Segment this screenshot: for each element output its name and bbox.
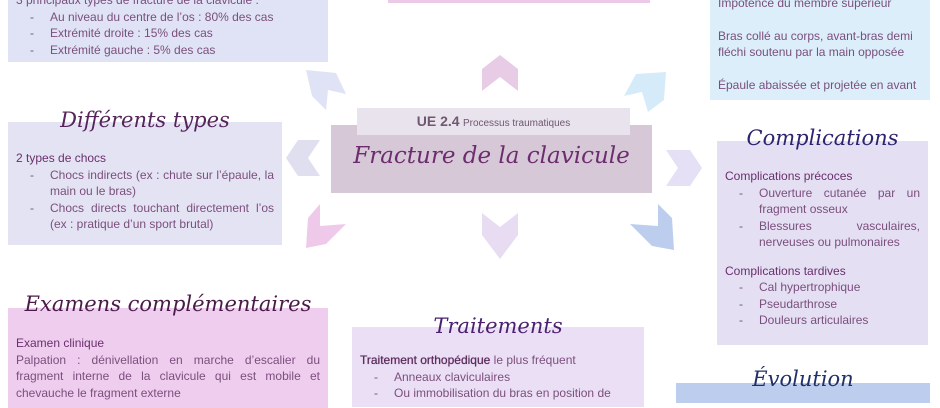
symptom-line: Impotence du membre supérieur — [718, 0, 892, 10]
list-item: Ouverture cutanée par un fragment osseux — [725, 185, 920, 218]
examens-box: Examen clinique Palpation : dénivellatio… — [8, 308, 328, 408]
complications-title: Complications — [746, 126, 899, 150]
list-item: Au niveau du centre de l’os : 80% des ca… — [16, 9, 320, 26]
arrow-left-icon — [286, 140, 320, 176]
main-title: Fracture de la clavicule — [353, 143, 630, 169]
list-item: Extrémité droite : 15% des cas — [16, 25, 320, 42]
list-item: Anneaux claviculaires — [360, 369, 636, 386]
symptom-line: Épaule abaissée et projetée en avant — [718, 77, 917, 92]
complications-box: Complications précoces Ouverture cutanée… — [717, 141, 928, 345]
list-item: Chocs directs touchant directement l’os … — [16, 200, 274, 233]
examens-text: Palpation : dénivellation en marche d’es… — [16, 352, 320, 400]
ue-code: UE 2.4 — [416, 113, 460, 129]
list-item: Cal hypertrophique — [725, 279, 920, 296]
traitement-bold: Traitement orthopédique — [360, 353, 491, 367]
evolution-title: Évolution — [752, 367, 854, 391]
late-heading: Complications tardives — [725, 263, 846, 278]
arrow-right-icon — [666, 150, 702, 186]
ue-label-box: UE 2.4 Processus traumatiques — [357, 108, 630, 135]
traitements-box: Traitement orthopédique le plus fréquent… — [352, 327, 644, 407]
list-item: Pseudarthrose — [725, 296, 920, 313]
arrow-down-left-icon — [306, 204, 346, 248]
symptoms-box: Impotence du membre supérieur Bras collé… — [710, 0, 930, 100]
arrow-up-left-icon — [306, 70, 346, 110]
top-pink-box — [388, 0, 650, 3]
arrow-up-icon — [482, 55, 518, 91]
examens-heading: Examen clinique — [16, 336, 105, 350]
list-item: Extrémité gauche : 5% des cas — [16, 42, 320, 59]
arrow-down-icon — [482, 213, 518, 259]
fracture-types-intro: 3 principaux types de fracture de la cla… — [16, 0, 259, 7]
list-item: Douleurs articulaires — [725, 312, 920, 329]
fracture-types-box: 3 principaux types de fracture de la cla… — [8, 0, 328, 62]
list-item: Blessures vasculaires, nerveuses ou pulm… — [725, 218, 920, 251]
types-title: Différents types — [60, 108, 230, 132]
traitements-title: Traitements — [433, 314, 563, 338]
list-item: Ou immobilisation du bras en position de — [360, 385, 636, 402]
early-heading: Complications précoces — [725, 169, 853, 183]
evolution-box — [676, 383, 930, 403]
arrow-down-right-icon — [630, 204, 674, 250]
main-topic-box — [331, 125, 652, 193]
types-box: 2 types de chocs Chocs indirects (ex : c… — [8, 122, 282, 245]
list-item: Chocs indirects (ex : chute sur l’épaule… — [16, 167, 274, 200]
arrow-up-right-icon — [624, 72, 666, 112]
symptom-line: Bras collé au corps, avant-bras demi flé… — [718, 28, 913, 60]
ue-subject: Processus traumatiques — [462, 118, 571, 129]
types-heading: 2 types de chocs — [16, 151, 107, 165]
traitement-rest: le plus fréquent — [490, 353, 576, 367]
examens-title: Examens complémentaires — [24, 292, 312, 316]
